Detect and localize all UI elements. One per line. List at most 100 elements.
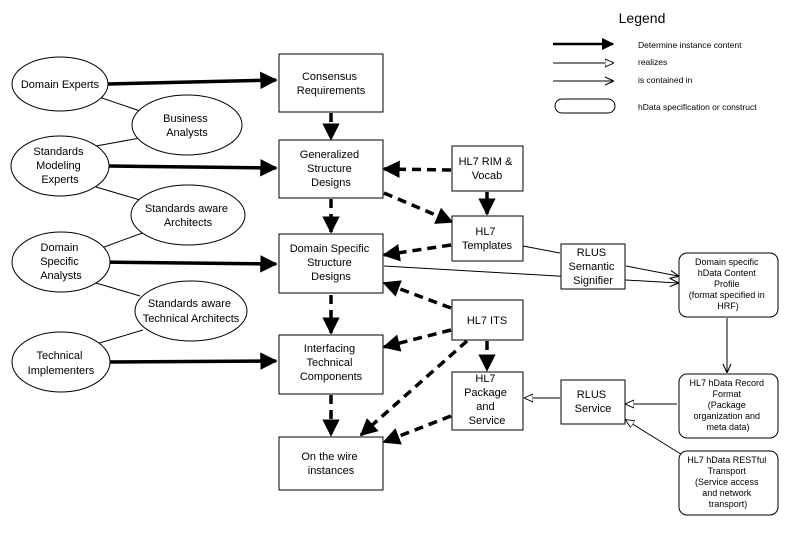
legend-determine-label: Determine instance content [638,40,742,50]
rlus-service-line2: Service [575,403,612,415]
legend-hdata-label: hData specification or construct [638,102,757,112]
actor-business-analysts-line2: Analysts [166,127,208,139]
rlus-service-line1: RLUS [577,389,606,401]
link-tech-architects-implementers [95,329,144,345]
box-generalized-structure-designs: Generalized Structure Designs [278,139,384,199]
actor-domain-experts: Domain Experts [11,56,109,112]
actor-architects-line2: Architects [164,217,213,229]
arrow-standards-generalized [108,159,278,177]
hdata-restful-transport: HL7 hData RESTful Transport (Service acc… [678,450,779,516]
actor-standards-line2: Modeling [36,160,81,172]
legend: Legend Determine instance content realiz… [553,10,757,114]
rlus-sem-line2: Semantic [569,261,615,273]
box-hl7-package-service: HL7 Package and Service [451,371,524,431]
content-profile-line1: Domain specific [695,257,759,267]
box-rlus-semantic-signifier: RLUS Semantic Signifier [560,243,626,290]
arrow-restful-rlus-service [626,420,685,457]
box-hl7-rim-vocab: HL7 RIM & Vocab [451,145,524,192]
actor-domain-analysts-line1: Domain [41,242,79,254]
svg-text:Standards aware Archit: Standards aware Architects [145,203,231,229]
actor-implementers-line2: Implementers [28,365,95,377]
actor-standards-aware-architects: Standards aware Architects [130,184,246,246]
box-domain-specific-structure-designs: Domain Specific Structure Designs [278,233,384,294]
restful-line2: Transport [708,466,747,476]
templates-line1: HL7 [475,226,495,238]
rim-line2: Vocab [472,170,503,182]
legend-title: Legend [619,10,666,26]
record-format-line1: HL7 hData Record [689,378,764,388]
package-line3: and [476,401,494,413]
link-business-standards [95,137,141,147]
svg-text:HL7 hData Record Forma: HL7 hData Record Format (Package organiz… [689,378,766,432]
record-format-line4: organization and [693,411,760,421]
package-line4: Service [469,415,506,427]
interfacing-line1: Interfacing [304,343,355,355]
arrow-its-wire [359,339,469,437]
restful-line5: transport) [709,499,748,509]
package-line1: HL7 [475,373,495,385]
hdata-constructs: Domain specific hData Content Profile (f… [678,252,779,516]
link-domain-experts-business [95,95,144,113]
its-line1: HL7 ITS [467,315,507,327]
actor-standards-line1: Standards [33,146,84,158]
record-format-line3: (Package [708,400,746,410]
legend-realizes-label: realizes [638,57,667,67]
svg-text:HL7 hData RESTful Tran: HL7 hData RESTful Transport (Service acc… [687,455,769,509]
box-consensus-requirements: Consensus Requirements [278,53,384,113]
arrow-domain-experts-consensus [106,71,278,90]
legend-hdata-shape [554,98,616,114]
generalized-line1: Generalized [300,149,359,161]
svg-text:Consensus Requirements: Consensus Requirements [297,71,366,97]
generalized-line2: Structure [307,163,352,175]
rlus-sem-line3: Signifier [573,275,613,287]
actor-domain-specific-analysts: Domain Specific Analysts [11,231,111,293]
content-profile-line4: (format specified in [689,290,765,300]
wire-line1: On the wire [301,451,357,463]
consensus-line2: Requirements [297,85,366,97]
link-standards-architects [95,186,141,201]
domain-designs-line3: Designs [311,271,351,283]
line-templates-rlus [522,245,561,254]
actor-standards-aware-technical-architects: Standards aware Technical Architects [134,280,248,342]
svg-text:Business Analysts: Business Analysts [163,113,211,139]
arrow-domain-designs-content-profile [383,265,678,283]
svg-text:Technical Implementers: Technical Implementers [28,350,95,377]
record-format-line5: meta data) [706,422,749,432]
domain-designs-line2: Structure [307,257,352,269]
arrow-domain-analysts-domain-designs [95,255,278,273]
actor-standards-line3: Experts [41,174,79,186]
svg-text:Domain Specific: Domain Specific Analysts [40,242,82,282]
svg-text:Domain Specific Struct: Domain Specific Structure Designs [290,243,373,283]
actor-technical-implementers: Technical Implementers [11,331,111,393]
wire-line2: instances [308,465,355,477]
svg-text:On the wire instances: On the wire instances [301,451,360,477]
actor-tech-architects-line2: Technical Architects [143,313,240,325]
svg-text:RLUS Semantic: RLUS Semantic Signifier [569,247,618,287]
link-domain-analysts-tech-architects [95,282,141,297]
svg-text:Interfacing Technical: Interfacing Technical Components [300,343,363,383]
arrow-implementers-interfacing [106,352,278,370]
actor-business-analysts-line1: Business [163,113,208,125]
package-line2: Package [464,387,507,399]
box-rlus-service: RLUS Service [560,379,626,425]
actor-domain-experts-label: Domain Experts [21,79,100,91]
svg-text:Standards aware Techni: Standards aware Technical Architects [143,298,240,325]
actor-domain-analysts-line2: Specific [40,256,79,268]
content-profile-line5: HRF) [717,301,739,311]
arrow-generalized-templates [383,191,454,224]
restful-line1: HL7 hData RESTful [687,455,766,465]
restful-line4: and network [702,488,752,498]
actor-business-analysts: Business Analysts [131,94,243,156]
box-interfacing-technical-components: Interfacing Technical Components [278,334,384,395]
rim-line1: HL7 RIM & [459,156,513,168]
connectors [95,71,727,457]
svg-text:HL7 RIM & Vocab: HL7 RIM & Vocab [459,156,516,182]
actor-standards-modeling-experts: Standards Modeling Experts [10,135,110,197]
record-format-line2: Format [712,389,741,399]
actors: Domain Experts Business Analysts Standar… [10,56,248,393]
arrow-package-wire [382,414,452,445]
content-profile-line2: hData Content [698,268,757,278]
arrow-its-domain-designs [382,280,452,310]
hdata-content-profile: Domain specific hData Content Profile (f… [678,252,779,318]
